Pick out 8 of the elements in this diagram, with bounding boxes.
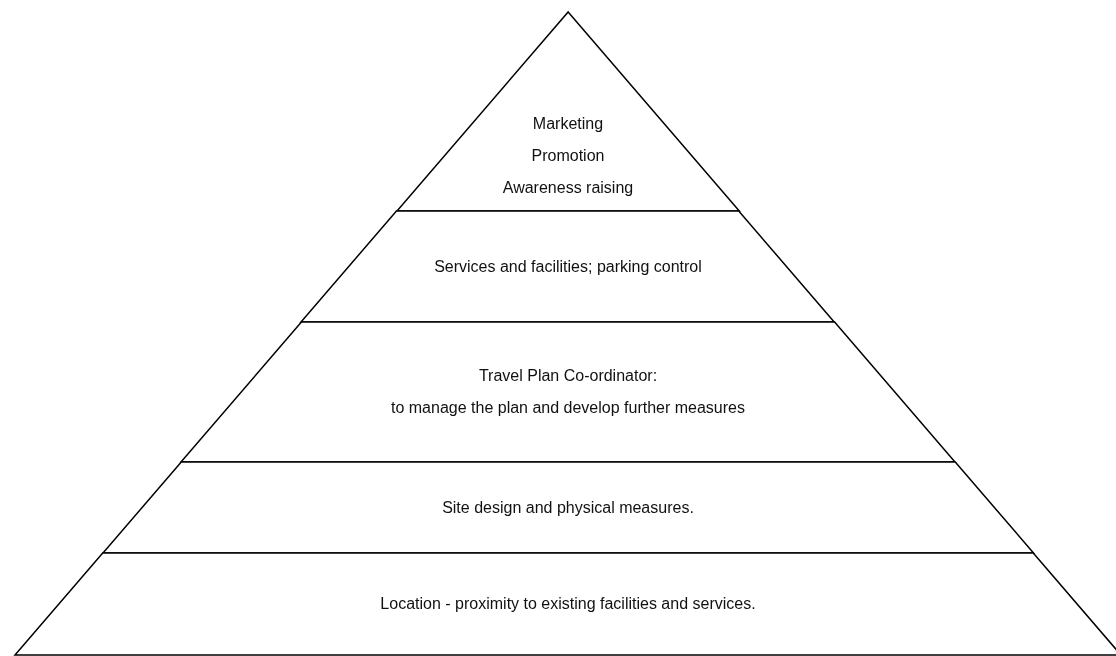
tier-text: to manage the plan and develop further measures	[391, 398, 745, 418]
tier-text: Marketing	[532, 114, 604, 134]
tier-text: Travel Plan Co-ordinator:	[478, 366, 658, 386]
tier-text: Promotion	[531, 146, 605, 166]
tier-text: Services and facilities; parking control	[434, 256, 702, 277]
tier-text: Location - proximity to existing facilities and services.	[380, 594, 756, 614]
tier-text: Site design and physical measures.	[442, 497, 694, 518]
tier-text: Awareness raising	[502, 178, 634, 198]
